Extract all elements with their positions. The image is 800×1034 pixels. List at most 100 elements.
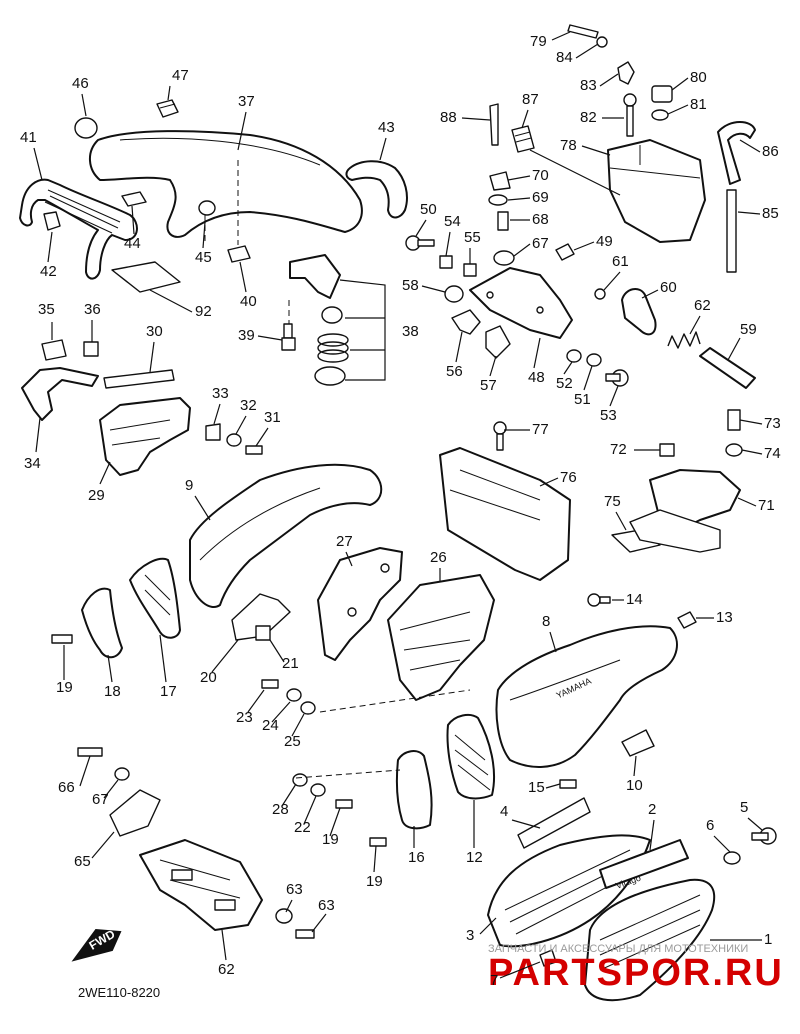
callout-45: 44 [124, 235, 141, 252]
part-27-bolt [261, 679, 279, 689]
callout-28: 24 [262, 717, 279, 734]
part-65-bolt [295, 929, 315, 939]
part-55-nut [439, 255, 453, 269]
callout-10: 10 [626, 777, 643, 794]
part-31-rod [103, 369, 175, 389]
callout-85: 82 [580, 109, 597, 126]
part-84-washer [651, 109, 669, 121]
part-28-nut [286, 688, 302, 702]
part-70-washer [493, 250, 515, 266]
part-8-side-cover: YAMAHA [495, 625, 678, 768]
part-59-grommet [444, 285, 464, 303]
part-22-plate [387, 574, 495, 701]
callout-19b: 19 [366, 873, 383, 890]
part-37-nut [83, 341, 99, 357]
part-13-screw [587, 593, 611, 607]
part-38-seat-cowl [89, 130, 363, 238]
callout-40: 39 [238, 327, 255, 344]
part-25-nut [310, 783, 326, 797]
callout-4: 4 [500, 803, 508, 820]
part-68-bolt [77, 747, 103, 757]
part-29-washer [300, 701, 316, 715]
callout-59: 58 [402, 277, 419, 294]
callout-80: 77 [532, 421, 549, 438]
part-17-panel [129, 557, 181, 639]
part-91-tie [489, 103, 499, 146]
part-4-plate [517, 797, 591, 849]
part-19-bolt [51, 634, 73, 644]
part-9-side-cover [189, 463, 383, 608]
callout-84: 81 [690, 96, 707, 113]
callout-21: 21 [282, 655, 299, 672]
watermark-subtitle: ЗАПЧАСТИ И АКСЕССУАРЫ ДЛЯ МОТОТЕХНИКИ [488, 943, 748, 955]
callout-56: 55 [464, 229, 481, 246]
part-3-side-cover [487, 834, 651, 948]
callout-70: 67 [532, 235, 549, 252]
callout-13: 14 [626, 591, 643, 608]
part-76-bolt [727, 409, 741, 431]
part-89-hose [717, 121, 756, 185]
callout-15: 12 [466, 849, 483, 866]
part-57-cable-end [451, 309, 481, 335]
part-63-spring [667, 331, 701, 349]
callout-34: 33 [212, 385, 229, 402]
callout-61: 60 [660, 279, 677, 296]
part-61-lever [621, 288, 657, 336]
part-60-rod [699, 347, 756, 389]
part-19-bolt-b [369, 837, 387, 847]
callout-29: 25 [284, 733, 301, 750]
part-87-clip [596, 36, 608, 48]
callout-76: 73 [764, 415, 781, 432]
callout-23: 27 [336, 533, 353, 550]
part-39-lock-assembly [289, 254, 386, 386]
callout-6: 6 [706, 817, 714, 834]
callout-12: 13 [716, 609, 733, 626]
watermark-site-name: PARTSPOR.RU [488, 952, 784, 994]
part-18-panel [81, 587, 123, 659]
part-35-bracket [21, 367, 99, 421]
callout-73: 70 [532, 167, 549, 184]
callout-44: 43 [378, 119, 395, 136]
callout-63: 62 [694, 297, 711, 314]
part-71-collar [497, 211, 509, 231]
part-52-washer [586, 353, 602, 367]
callout-26: 28 [272, 801, 289, 818]
callout-65: 63 [318, 897, 335, 914]
callout-30: 29 [88, 487, 105, 504]
drawing-code: 2WE110-8220 [78, 985, 160, 1000]
part-83-cap [651, 85, 673, 103]
part-36-nut [41, 339, 67, 361]
fwd-arrow-icon: FWD [71, 927, 122, 962]
callout-1: 1 [764, 931, 772, 948]
part-50-pin [555, 243, 575, 261]
callout-22: 26 [430, 549, 447, 566]
callout-82: 79 [530, 33, 547, 50]
callout-39: 38 [402, 323, 419, 340]
part-73-grommet [489, 171, 511, 191]
part-5-bolt [751, 827, 777, 845]
callout-35: 34 [24, 455, 41, 472]
callout-33: 32 [240, 397, 257, 414]
part-64-bracket [139, 839, 263, 931]
part-16-panel [395, 750, 433, 830]
callout-87: 84 [556, 49, 573, 66]
part-10-grommet [621, 729, 655, 757]
callout-60: 59 [740, 321, 757, 338]
part-45-plate [121, 191, 147, 207]
part-69-washer [114, 767, 130, 781]
callout-51: 50 [420, 201, 437, 218]
part-88-hose [726, 189, 737, 273]
part-21-bolt [255, 625, 271, 641]
part-82-pin [567, 24, 599, 39]
callout-55: 54 [444, 213, 461, 230]
callout-81: 78 [560, 137, 577, 154]
part-90-grommet [511, 125, 535, 153]
callout-19: 19 [56, 679, 73, 696]
callout-62: 61 [612, 253, 629, 270]
part-86-fitting [617, 61, 635, 85]
part-51-bolt [405, 235, 435, 251]
callout-66: 63 [286, 881, 303, 898]
part-12-screw [677, 611, 697, 629]
callout-16: 16 [408, 849, 425, 866]
part-43-damper [43, 211, 61, 231]
